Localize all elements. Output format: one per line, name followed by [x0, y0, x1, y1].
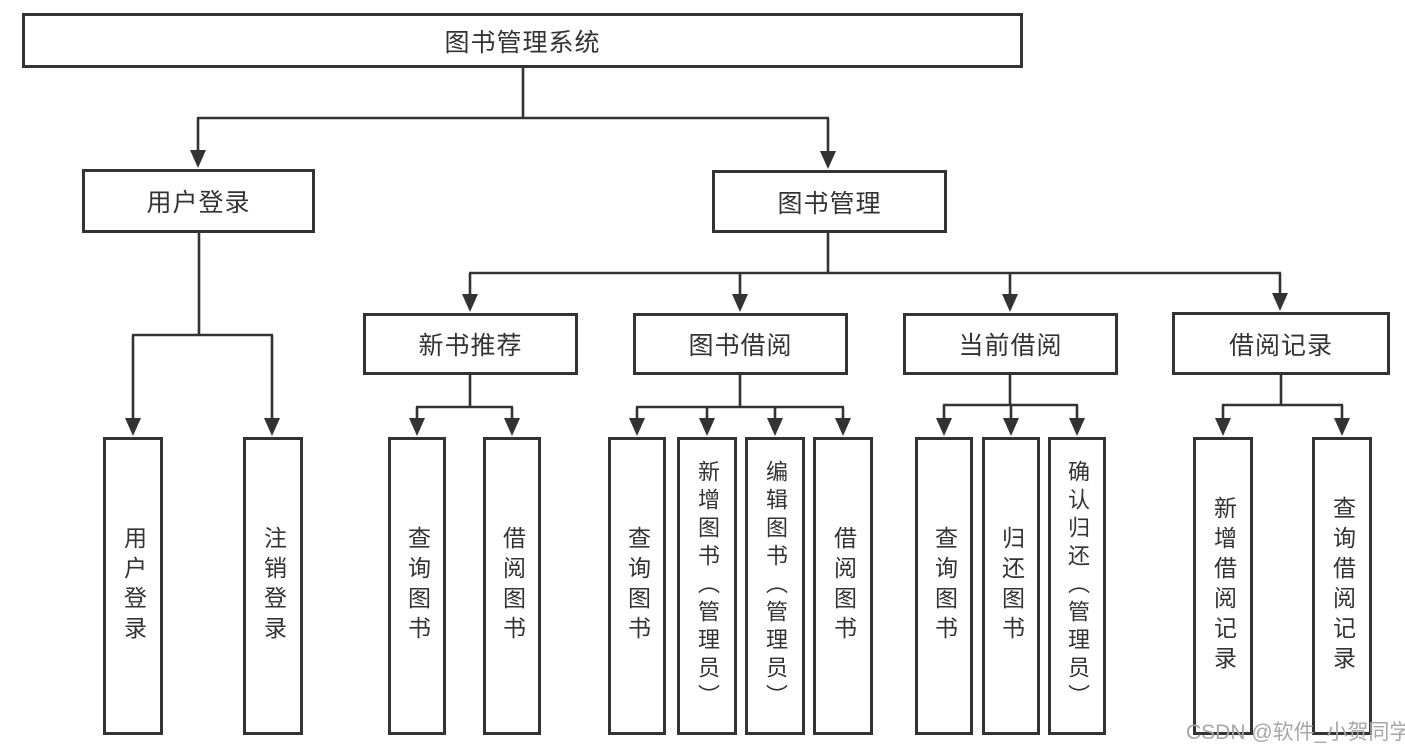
arrowhead-icon — [629, 418, 645, 436]
arrowhead-icon — [767, 418, 783, 436]
leaf-label: 查询借阅记录 — [1329, 496, 1356, 676]
leaf-return-books: 归还图书 — [982, 437, 1040, 735]
node-label: 图书管理系统 — [444, 28, 601, 57]
leaf-label: 借阅图书 — [830, 526, 857, 646]
leaf-borrow-books-recommend: 借阅图书 — [483, 437, 541, 735]
leaf-label: 新增图书（管理员） — [695, 460, 720, 712]
leaf-label: 借阅图书 — [499, 526, 526, 646]
leaf-query-books-recommend: 查询图书 — [388, 437, 446, 735]
leaf-confirm-return-admin: 确认归还（管理员） — [1048, 437, 1106, 735]
arrowhead-icon — [1002, 294, 1018, 312]
leaf-label: 编辑图书（管理员） — [763, 460, 788, 712]
leaf-add-books-admin: 新增图书（管理员） — [677, 437, 737, 735]
node-label: 当前借阅 — [958, 332, 1063, 360]
leaf-label: 归还图书 — [998, 526, 1025, 646]
arrowhead-icon — [1003, 418, 1019, 436]
arrowhead-icon — [1215, 418, 1231, 436]
arrowhead-icon — [125, 418, 141, 436]
node-library-system: 图书管理系统 — [22, 13, 1023, 68]
arrowhead-icon — [732, 294, 748, 312]
leaf-label: 查询图书 — [404, 526, 431, 646]
node-user-login: 用户登录 — [82, 169, 315, 233]
leaf-query-books-borrowing: 查询图书 — [608, 437, 666, 735]
arrowhead-icon — [1334, 418, 1350, 436]
arrowhead-icon — [936, 418, 952, 436]
leaf-add-borrow-record: 新增借阅记录 — [1193, 437, 1253, 735]
leaf-edit-books-admin: 编辑图书（管理员） — [745, 437, 805, 735]
leaf-label: 新增借阅记录 — [1210, 496, 1237, 676]
node-label: 新书推荐 — [418, 332, 523, 360]
arrowhead-icon — [264, 418, 280, 436]
leaf-label: 查询图书 — [624, 526, 651, 646]
node-book-management: 图书管理 — [712, 170, 947, 233]
arrowhead-icon — [190, 150, 206, 168]
node-label: 借阅记录 — [1228, 331, 1333, 360]
arrowhead-icon — [1272, 293, 1288, 311]
leaf-label: 用户登录 — [120, 526, 147, 646]
leaf-borrow-books-borrowing: 借阅图书 — [813, 437, 873, 735]
node-book-borrowing: 图书借阅 — [633, 313, 848, 375]
node-new-book-recommendation: 新书推荐 — [363, 313, 578, 375]
arrowhead-icon — [820, 151, 836, 169]
leaf-query-books-current: 查询图书 — [915, 437, 973, 735]
leaf-query-borrow-record: 查询借阅记录 — [1312, 437, 1372, 735]
node-label: 图书借阅 — [688, 332, 793, 360]
arrowhead-icon — [1069, 418, 1085, 436]
node-current-borrowing: 当前借阅 — [903, 313, 1118, 375]
arrowhead-icon — [504, 418, 520, 436]
arrowhead-icon — [699, 418, 715, 436]
node-label: 图书管理 — [777, 189, 882, 218]
leaf-label: 确认归还（管理员） — [1065, 460, 1090, 712]
arrowhead-icon — [462, 294, 478, 312]
arrowhead-icons — [125, 150, 1350, 436]
leaf-logout: 注销登录 — [243, 437, 303, 735]
node-borrowing-records: 借阅记录 — [1172, 312, 1390, 375]
connector-paths — [131, 68, 1344, 425]
node-label: 用户登录 — [146, 189, 251, 217]
leaf-user-login: 用户登录 — [103, 437, 163, 735]
leaf-label: 注销登录 — [260, 526, 287, 646]
arrowhead-icon — [835, 418, 851, 436]
leaf-label: 查询图书 — [931, 526, 958, 646]
watermark-text: CSDN @软件_小贺同学 — [1186, 721, 1405, 744]
arrowhead-icon — [409, 418, 425, 436]
